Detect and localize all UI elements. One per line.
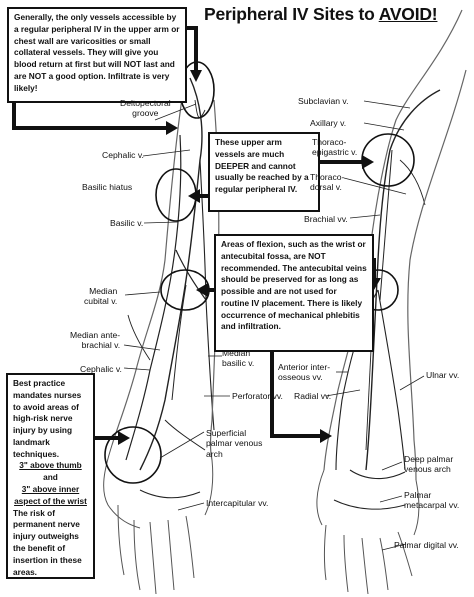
label-palmar-metacarpal-veins: Palmar metacarpal vv. <box>404 490 460 511</box>
label-thoracoepigastric-vein: Thoraco- epigastric v. <box>312 137 358 158</box>
page-title: Peripheral IV Sites to AVOID! <box>204 4 438 25</box>
label-cephalic-vein: Cephalic v. <box>102 150 144 160</box>
wrist-ellipse-left <box>104 426 162 484</box>
label-brachial-veins: Brachial vv. <box>304 214 348 224</box>
label-median-antebrachial-vein: Median ante- brachial v. <box>70 330 121 351</box>
title-prefix: Peripheral IV Sites to <box>204 4 379 24</box>
label-perforator-veins: Perforator vv. <box>232 391 283 401</box>
leader-lines <box>123 100 425 551</box>
flexion-areas-note: Areas of flexion, such as the wrist or a… <box>214 234 374 352</box>
label-axillary-vein: Axillary v. <box>310 118 347 128</box>
label-radial-veins: Radial vv. <box>294 391 332 401</box>
wrist-note-outro: The risk of permanent nerve injury outwe… <box>13 507 82 577</box>
wrist-nerve-note: Best practice mandates nurses to avoid a… <box>6 373 95 579</box>
label-superficial-palmar-arch: Superficial palmar venous arch <box>206 428 263 459</box>
arrow-to-shoulder <box>184 26 198 70</box>
label-anterior-interosseous-veins: Anterior inter- osseous vv. <box>278 362 331 383</box>
label-deep-palmar-arch: Deep palmar venous arch <box>404 454 454 475</box>
wrist-note-intro: Best practice mandates nurses to avoid a… <box>13 378 82 459</box>
label-thoracodorsal-vein: Thoraco- dorsal v. <box>310 172 345 193</box>
title-emphasis: AVOID! <box>378 4 438 24</box>
label-subclavian-vein: Subclavian v. <box>298 96 349 106</box>
label-basilic-vein: Basilic v. <box>110 218 144 228</box>
wrist-note-thumb: 3" above thumb <box>19 460 82 471</box>
label-intercapitular-veins: Intercapitular vv. <box>206 498 269 508</box>
label-deltopectoral-groove: Deltopectoral groove <box>120 98 171 119</box>
label-basilic-hiatus: Basilic hiatus <box>82 182 133 192</box>
arrow-to-deltopectoral <box>12 100 166 130</box>
label-median-basilic-vein: Median basilic v. <box>222 348 255 369</box>
wrist-note-and: and <box>43 472 58 483</box>
arrow-to-wrist-right <box>270 352 320 438</box>
highlight-ellipses <box>104 61 415 484</box>
deeper-vessels-note: These upper arm vessels are much DEEPER … <box>208 132 320 212</box>
label-median-cubital-vein: Median cubital v. <box>84 286 118 307</box>
upper-arm-note: Generally, the only vessels accessible b… <box>7 7 187 103</box>
label-ulnar-veins: Ulnar vv. <box>426 370 460 380</box>
wrist-note-inner: 3" above inner aspect of the wrist <box>14 484 87 506</box>
right-hand <box>316 469 420 595</box>
label-cephalic-vein-lower: Cephalic v. <box>80 364 122 374</box>
left-arm-outline <box>111 71 220 461</box>
label-palmar-digital-veins: Palmar digital vv. <box>394 540 459 550</box>
